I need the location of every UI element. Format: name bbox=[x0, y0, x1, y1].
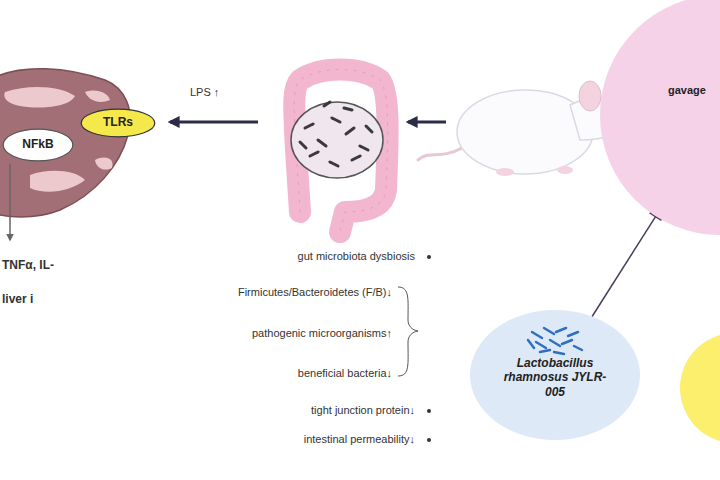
bullet-text: gut microbiota dysbiosis bbox=[200, 250, 415, 262]
decor-circle bbox=[680, 333, 720, 443]
node-shape: NFkB bbox=[2, 128, 74, 162]
bullet-text: beneficial bacteria↓ bbox=[180, 367, 392, 379]
node-shape: gavage bbox=[600, 0, 720, 235]
ellipse-outline bbox=[600, 0, 720, 235]
liver-illustration bbox=[0, 69, 130, 217]
bullet-text: pathogenic microorganisms↑ bbox=[180, 327, 392, 339]
flow-arrow bbox=[170, 121, 258, 124]
outcome-label: liver i bbox=[2, 292, 102, 306]
outcome-label: TNFα, IL- bbox=[2, 258, 102, 272]
node-label: TLRs bbox=[80, 115, 156, 129]
intestine-illustration bbox=[291, 70, 388, 233]
node-shape: TLRs bbox=[80, 108, 156, 138]
node-label: Lactobacillus rhamnosus JYLR-005 bbox=[500, 356, 610, 399]
bullet-dots bbox=[427, 255, 431, 442]
bullet-text: tight junction protein↓ bbox=[200, 404, 415, 416]
bullet-text: intestinal permeability↓ bbox=[200, 433, 415, 445]
edge-label: LPS ↑ bbox=[190, 86, 260, 98]
node-label: gavage bbox=[668, 84, 720, 97]
node-shape: Lactobacillus rhamnosus JYLR-005 bbox=[470, 310, 640, 440]
signal-arrow bbox=[9, 164, 11, 240]
flow-arrow bbox=[408, 121, 446, 124]
inhibition-connector bbox=[592, 213, 662, 317]
bullet-text: Firmicutes/Bacteroidetes (F/B)↓ bbox=[180, 286, 392, 298]
bracket bbox=[398, 287, 418, 376]
node-label: NFkB bbox=[2, 137, 74, 151]
